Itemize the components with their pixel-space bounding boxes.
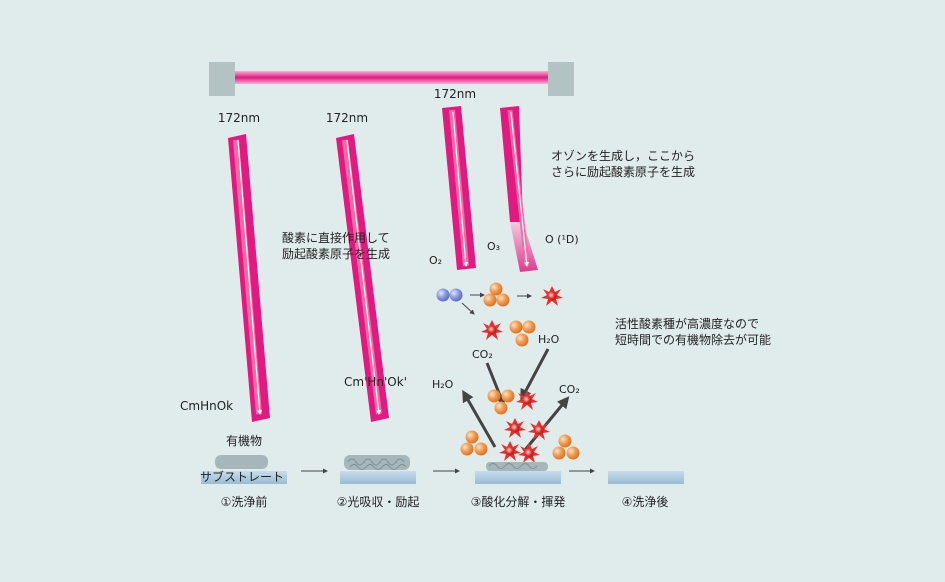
substrate-plate bbox=[340, 471, 416, 484]
substrate-label: サブストレート bbox=[200, 469, 284, 484]
step-caption-1: ①洗浄前 bbox=[221, 494, 268, 509]
uv-beam-left bbox=[228, 134, 270, 422]
organic-layer-excited bbox=[344, 455, 410, 470]
h2o-label-b: H₂O bbox=[432, 378, 454, 391]
excitation-wave bbox=[488, 463, 538, 469]
excited-oxygen-icon bbox=[499, 441, 521, 461]
substrate-step-3 bbox=[475, 462, 561, 484]
substrate-step-2 bbox=[340, 455, 416, 484]
excitation-wave bbox=[349, 464, 407, 470]
organic-layer bbox=[215, 455, 268, 469]
o3-molecule bbox=[509, 320, 536, 347]
excited-oxygen-icon bbox=[504, 418, 526, 438]
o2-molecule bbox=[436, 288, 463, 302]
note-active-line1: 活性酸素種が高濃度なので bbox=[615, 316, 759, 331]
o3-atom-3 bbox=[515, 333, 529, 347]
substrate-plate bbox=[475, 471, 561, 484]
o2-atom-1 bbox=[436, 288, 450, 302]
beam-left-core bbox=[233, 139, 262, 415]
o2-atom-2 bbox=[449, 288, 463, 302]
step-caption-3: ③酸化分解・揮発 bbox=[471, 494, 566, 509]
o3-atom-1 bbox=[509, 320, 523, 334]
substrate-plate bbox=[201, 471, 287, 484]
o3-atom-1 bbox=[489, 282, 503, 296]
step-caption-2: ②光吸収・励起 bbox=[337, 495, 420, 509]
o2-label: O₂ bbox=[429, 254, 442, 267]
o3-atom-1 bbox=[558, 434, 572, 448]
compound-label: CmHnOk bbox=[180, 399, 233, 413]
arrow-h2o-release bbox=[462, 389, 497, 448]
note-direct-line2: 励起酸素原子を生成 bbox=[282, 246, 390, 261]
o1d-label: O (¹D) bbox=[545, 233, 579, 246]
beam-left-label: 172nm bbox=[218, 111, 260, 125]
o3-molecule bbox=[483, 282, 510, 307]
organic-label: 有機物 bbox=[226, 433, 262, 448]
arrow-o2-to-o bbox=[461, 302, 475, 315]
beam-right-a-arrow bbox=[452, 111, 469, 267]
o3-molecule bbox=[552, 434, 580, 460]
o3-atom-3 bbox=[474, 442, 488, 456]
compound-label-modified: Cm'Hn'Ok' bbox=[344, 375, 407, 389]
note-direct-line1: 酸素に直接作用して bbox=[282, 230, 390, 245]
excited-oxygen-icon bbox=[481, 320, 503, 340]
o3-molecule bbox=[460, 430, 488, 456]
excited-oxygen-icon bbox=[541, 286, 563, 306]
step-caption-4: ④洗浄後 bbox=[622, 495, 669, 509]
beam-middle-label: 172nm bbox=[326, 111, 368, 125]
excited-oxygen-icon bbox=[516, 390, 538, 410]
beam-right-label: 172nm bbox=[434, 87, 476, 101]
lamp-tube bbox=[228, 71, 558, 84]
lamp-right-cap bbox=[548, 62, 574, 96]
o3-molecule bbox=[487, 389, 515, 415]
o3-atom-3 bbox=[496, 293, 510, 307]
o3-label: O₃ bbox=[487, 240, 500, 253]
excited-oxygen-icon bbox=[518, 443, 540, 463]
o3-atom-3 bbox=[566, 446, 580, 460]
excitation-wave bbox=[347, 458, 405, 466]
substrate-step-1 bbox=[201, 455, 287, 484]
co2-label-b: CO₂ bbox=[559, 383, 580, 396]
o3-atom-2 bbox=[483, 293, 497, 307]
excited-oxygen-icon bbox=[528, 420, 550, 440]
arrow-to-surface-h2o bbox=[520, 348, 550, 402]
o3-atom-3 bbox=[494, 401, 508, 415]
o3-atom-2 bbox=[460, 442, 474, 456]
substrate-plate-clean bbox=[608, 471, 684, 484]
note-active-line2: 短時間での有機物除去が可能 bbox=[615, 332, 771, 347]
o3-atom-2 bbox=[552, 446, 566, 460]
uv-beam-right-b bbox=[500, 106, 538, 272]
h2o-label-a: H₂O bbox=[538, 333, 560, 346]
lamp-left-cap bbox=[209, 62, 235, 96]
uv-lamp bbox=[209, 62, 574, 96]
co2-label-a: CO₂ bbox=[472, 348, 493, 361]
beam-left-arrow bbox=[237, 139, 263, 415]
beam-right-b-arrow bbox=[510, 111, 529, 267]
o3-atom-1 bbox=[465, 430, 479, 444]
note-ozone-line1: オゾンを生成し，ここから bbox=[551, 149, 695, 163]
note-ozone-line2: さらに励起酸素原子を生成 bbox=[551, 164, 695, 179]
o3-atom-2 bbox=[522, 320, 536, 334]
uv-beam-middle bbox=[336, 134, 389, 422]
uv-beam-right-a bbox=[442, 106, 476, 270]
organic-layer-thin bbox=[486, 462, 548, 471]
o3-atom-2 bbox=[501, 389, 515, 403]
o3-atom-1 bbox=[487, 389, 501, 403]
beam-middle-arrow bbox=[346, 139, 381, 415]
substrate-step-4 bbox=[608, 471, 684, 484]
